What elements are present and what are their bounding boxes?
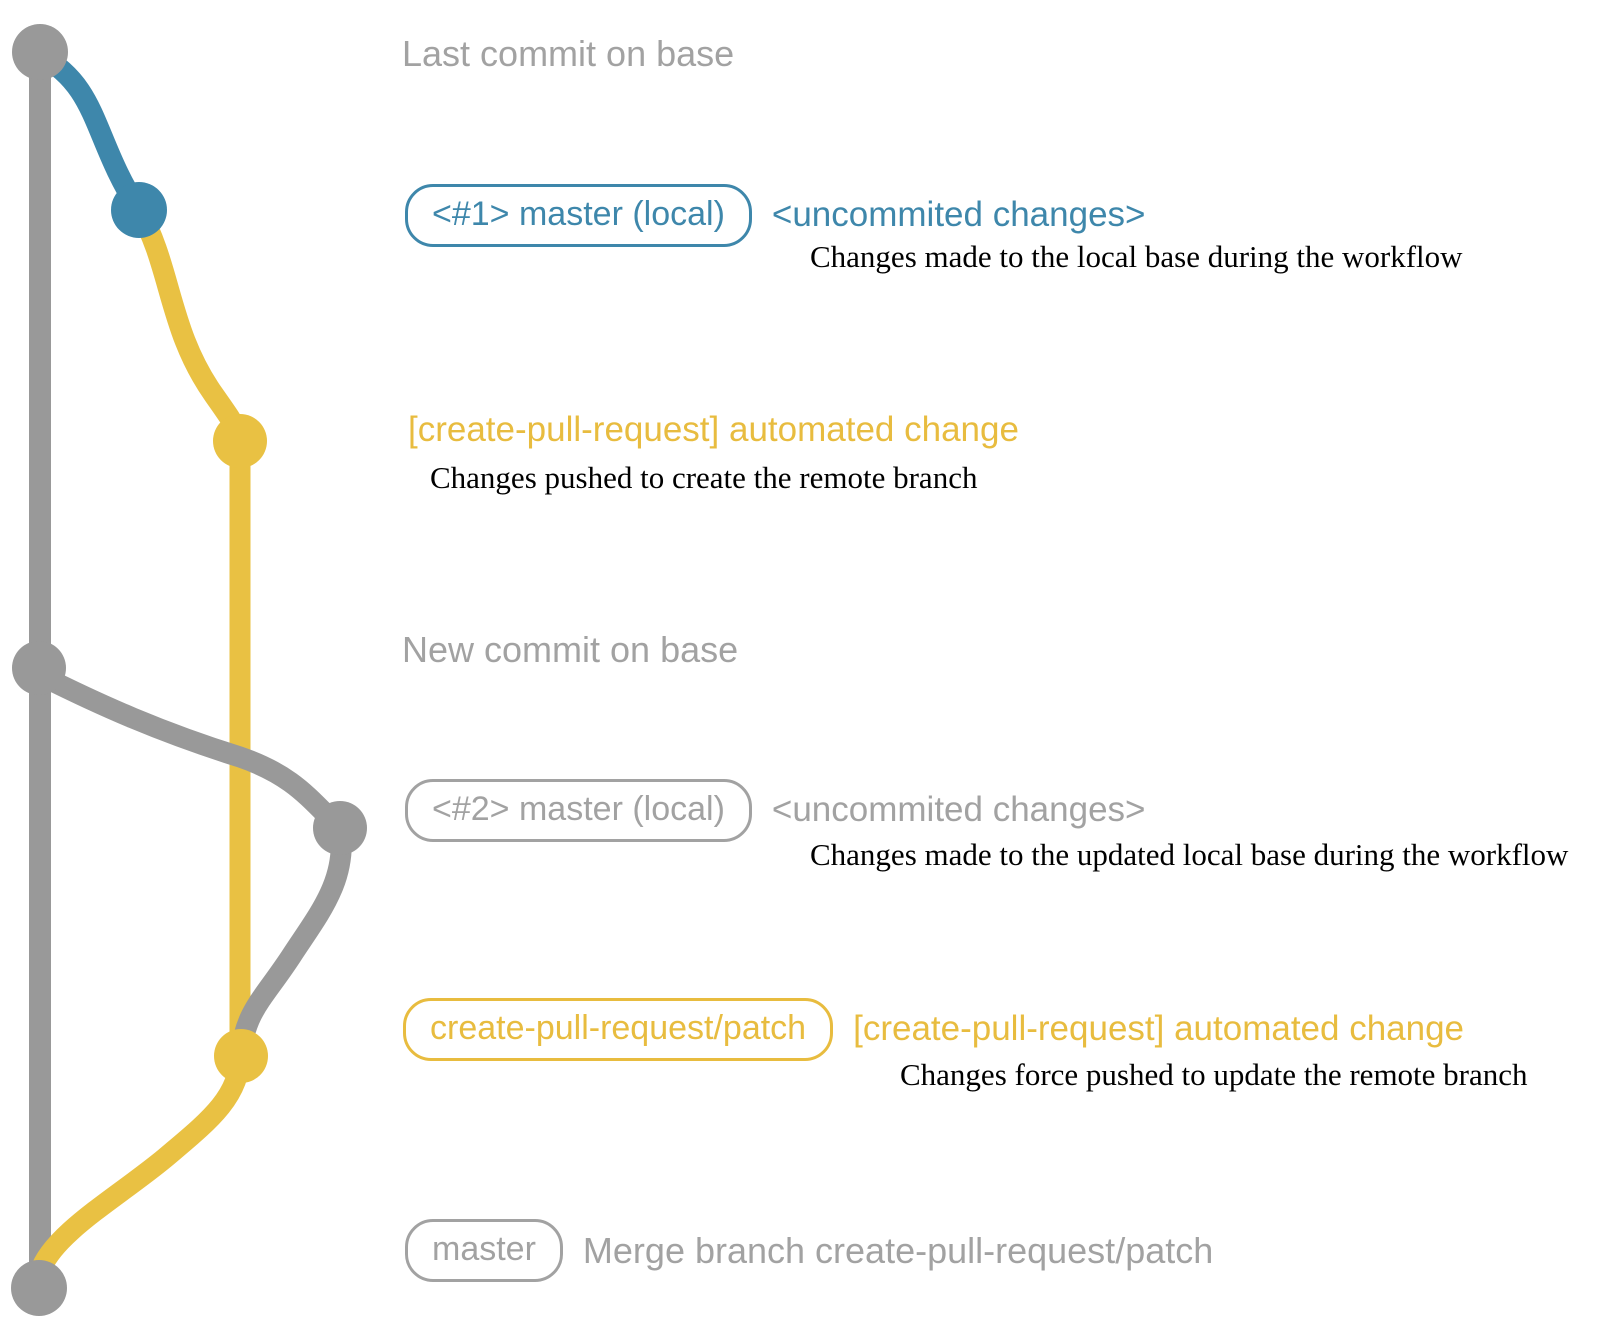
label-new-commit-on-base: New commit on base [402, 629, 739, 670]
branch-badge-patch: create-pull-request/patch [403, 998, 834, 1062]
label-last-commit-on-base: Last commit on base [402, 33, 735, 74]
description-force-push: Changes force pushed to update the remot… [900, 1057, 1528, 1092]
branch-badge-master: master [405, 1219, 563, 1283]
row-local-master-1: <#1> master (local) <uncommited changes> [405, 184, 1146, 248]
commit-dot-last-base [12, 24, 68, 80]
rebase-to-patch-line [230, 817, 352, 1063]
commit-dot-new-base [12, 641, 66, 695]
branch-badge-master-local-1: <#1> master (local) [405, 184, 752, 248]
description-push-create-branch: Changes pushed to create the remote bran… [430, 460, 978, 495]
commit-dot-patch-2 [214, 1029, 268, 1083]
base-update-branch-line [31, 665, 351, 839]
label-merge-branch: Merge branch create-pull-request/patch [582, 1229, 1214, 1271]
row-merge: master Merge branch create-pull-request/… [405, 1219, 1214, 1283]
commit-dot-local-master-2 [313, 801, 367, 855]
row-patch-branch: create-pull-request/patch [create-pull-r… [403, 998, 1465, 1062]
note-automated-change-1: [create-pull-request] automated change [408, 410, 1019, 449]
git-graph [11, 24, 367, 1316]
note-uncommitted-changes-1: <uncommited changes> [771, 195, 1146, 235]
commit-dot-merge [11, 1260, 67, 1316]
commit-dot-local-master-1 [111, 182, 167, 238]
commit-dot-patch-1 [213, 414, 267, 468]
branch-badge-master-local-2: <#2> master (local) [405, 779, 752, 843]
description-local-changes-1: Changes made to the local base during th… [810, 239, 1463, 274]
row-local-master-2: <#2> master (local) <uncommited changes> [405, 779, 1146, 843]
note-automated-change-2: [create-pull-request] automated change [853, 1009, 1465, 1049]
description-local-changes-2: Changes made to the updated local base d… [810, 837, 1569, 872]
note-uncommitted-changes-2: <uncommited changes> [771, 790, 1146, 830]
